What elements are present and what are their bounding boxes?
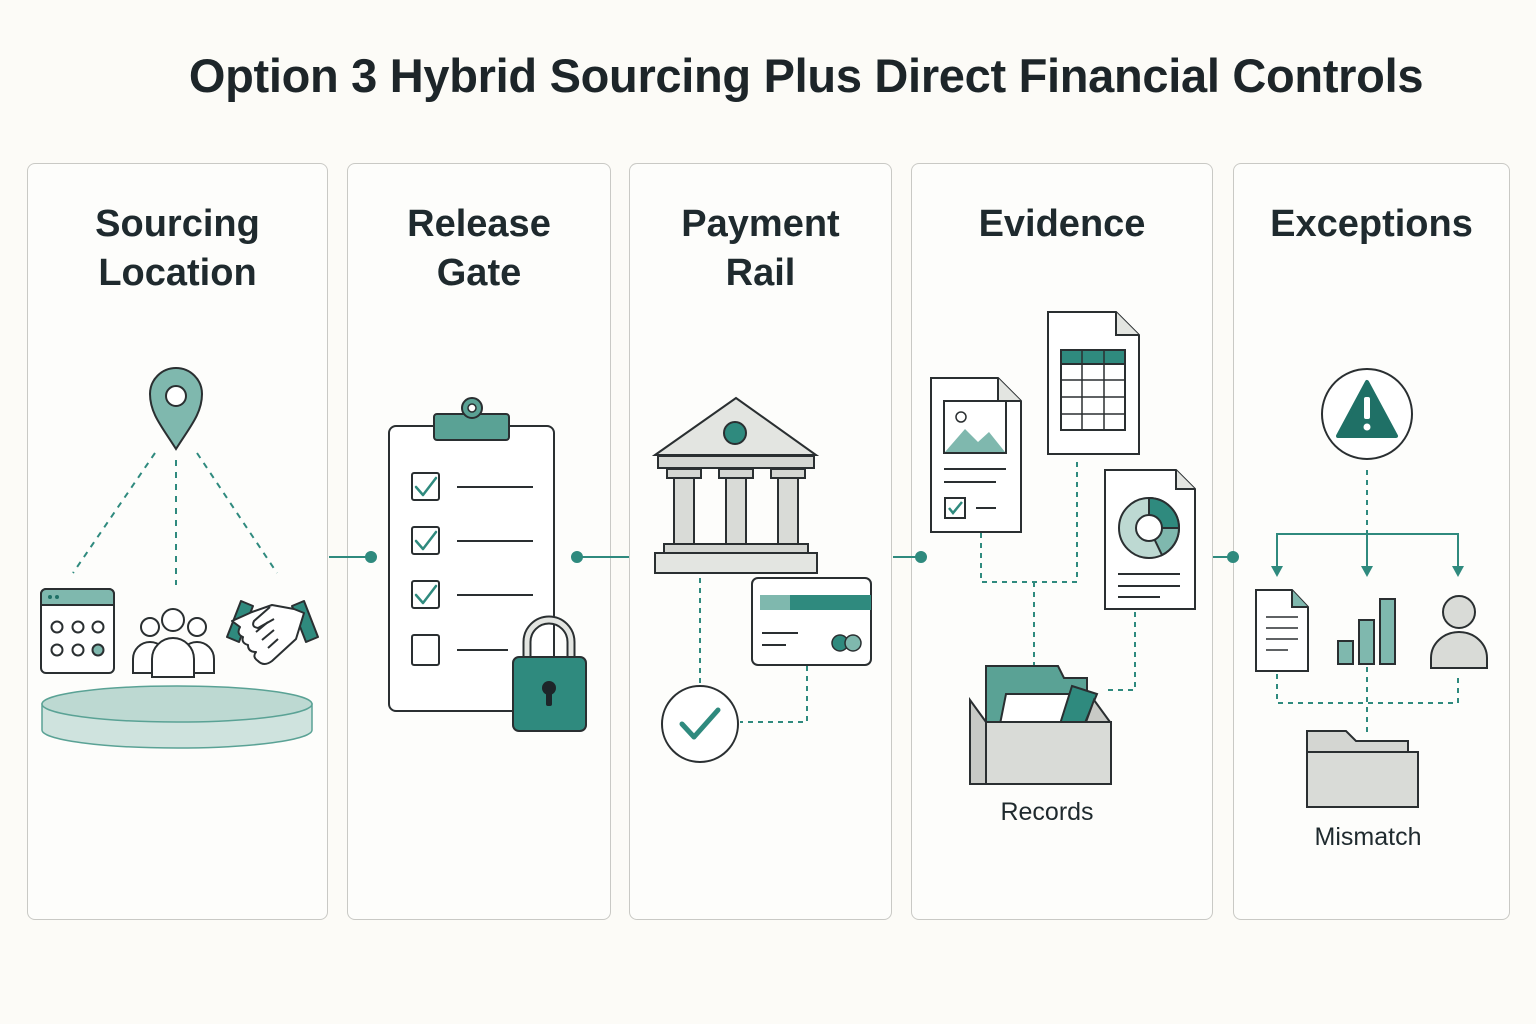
platform-disc (41, 685, 313, 749)
handshake-icon (226, 600, 319, 665)
spreadsheet-document-icon (1047, 311, 1140, 455)
document-icon (1255, 589, 1309, 672)
exception-arrowheads (1271, 566, 1464, 577)
panel-payment-rail: Payment Rail (629, 163, 892, 920)
location-pin-icon (148, 367, 204, 451)
page-title: Option 3 Hybrid Sourcing Plus Direct Fin… (188, 49, 1424, 102)
mismatch-label: Mismatch (1315, 823, 1422, 851)
panel-title-exceptions: Exceptions (1270, 203, 1473, 245)
checkmark-circle-icon (661, 685, 739, 763)
people-group-icon (132, 608, 215, 678)
chart-document-icon (1104, 469, 1196, 610)
calendar-grid-icon (40, 588, 115, 674)
pin-dashed-lines (72, 452, 278, 585)
credit-card-icon (751, 577, 872, 666)
padlock-icon (512, 615, 587, 732)
clipboard-checklist-icon (388, 397, 555, 712)
panel-sourcing-location: Sourcing Location (27, 163, 328, 920)
user-icon (1430, 595, 1488, 669)
image-document-icon (930, 377, 1022, 533)
panel-title-payment-rail: Payment Rail (681, 203, 840, 294)
mismatch-dashed-lines (1276, 667, 1459, 732)
panel-title-evidence: Evidence (978, 203, 1146, 245)
exception-arrows (1276, 470, 1459, 568)
evidence-dashed-lines (980, 457, 1136, 691)
records-label: Records (1000, 798, 1093, 826)
panel-connectors (329, 551, 1239, 563)
records-box-icon (969, 665, 1112, 785)
warning-icon (1321, 368, 1413, 460)
payment-dashed-lines (699, 578, 808, 723)
bank-building-icon (651, 396, 820, 574)
bar-chart-icon (1337, 598, 1396, 665)
folder-icon (1306, 730, 1419, 808)
panel-title-sourcing-location: Sourcing Location (95, 203, 260, 294)
panel-title-release-gate: Release Gate (407, 203, 551, 294)
